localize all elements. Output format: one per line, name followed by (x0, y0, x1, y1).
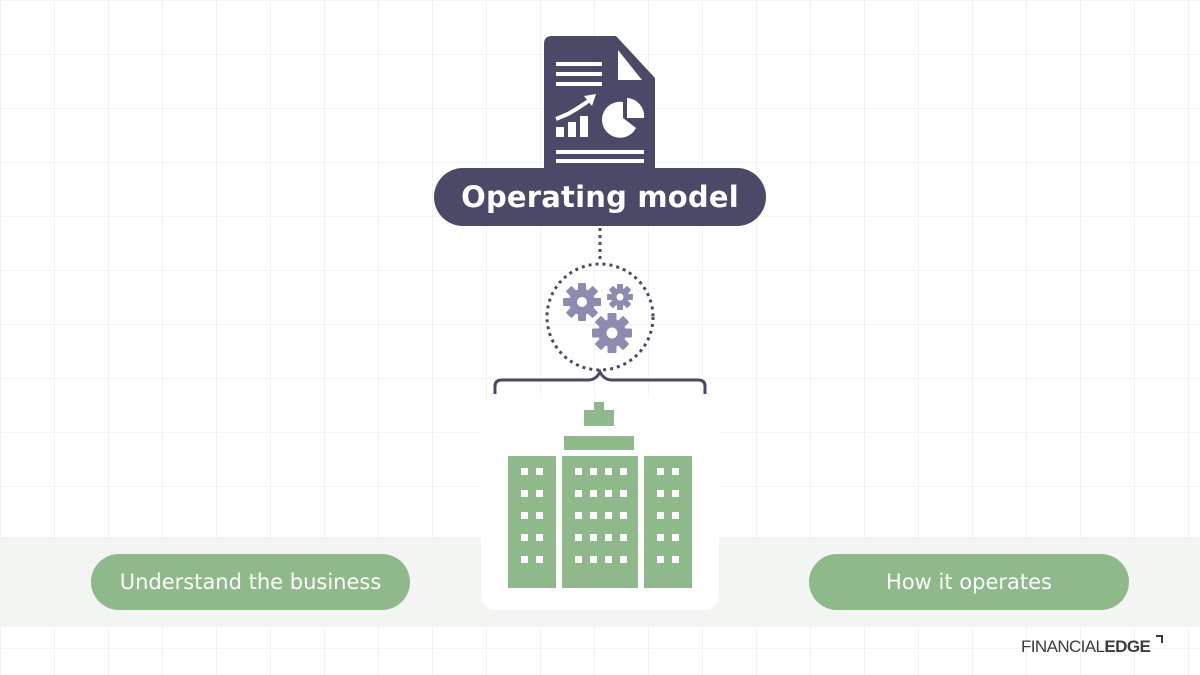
office-building-icon (508, 402, 692, 588)
logo-corner-mark (1156, 635, 1164, 643)
gears-icon (563, 283, 633, 353)
understand-business-label: Understand the business (91, 554, 410, 610)
how-it-operates-label: How it operates (809, 554, 1129, 610)
operating-model-label: Operating model (434, 168, 766, 226)
report-document-icon (544, 36, 655, 174)
financial-edge-logo: FINANCIALEDGE (1021, 634, 1164, 660)
logo-text-bold: EDGE (1104, 637, 1151, 656)
connector-lines (493, 228, 707, 394)
logo-text-light: FINANCIAL (1021, 637, 1105, 656)
